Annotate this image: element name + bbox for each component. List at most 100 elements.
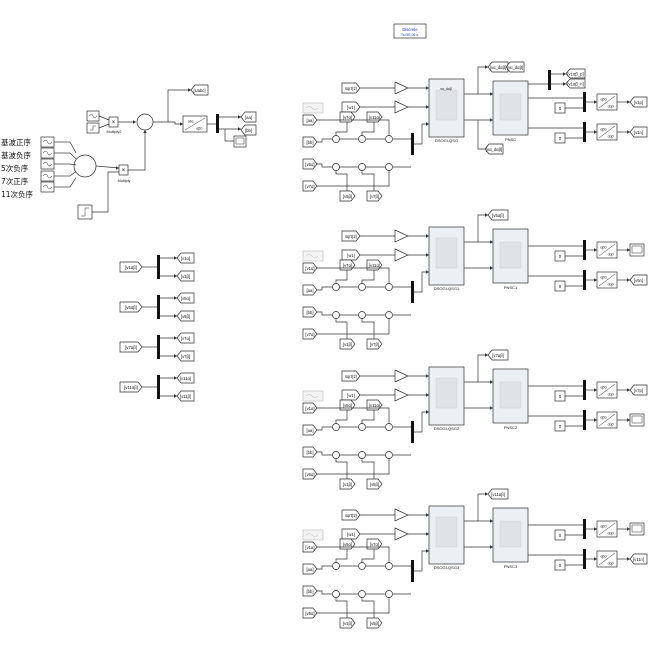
goto-tag-block[interactable] (487, 209, 509, 221)
sum-block[interactable] (332, 283, 340, 291)
from-tag-block[interactable] (302, 563, 318, 575)
from-tag-block[interactable] (302, 328, 318, 340)
sum-block[interactable] (385, 283, 393, 291)
from-tag-block[interactable] (302, 446, 318, 458)
goto-tag-block[interactable] (176, 292, 195, 304)
from-tag-block[interactable] (341, 528, 361, 540)
sum-block[interactable] (358, 135, 366, 143)
from-tag-block[interactable] (302, 136, 318, 148)
from-tag-block[interactable] (339, 478, 356, 490)
sum-block[interactable] (358, 283, 366, 291)
goto-tag-block[interactable] (176, 270, 195, 282)
mux-block[interactable] (548, 70, 551, 90)
from-tag-block[interactable] (302, 306, 318, 318)
from-tag-block[interactable] (302, 541, 318, 553)
sum-block[interactable] (332, 451, 340, 459)
sum-block[interactable] (358, 311, 366, 319)
from-tag-block[interactable] (341, 370, 361, 382)
sum-block[interactable] (358, 423, 366, 431)
mux-block[interactable] (157, 335, 160, 359)
goto-tag-block[interactable] (629, 384, 648, 396)
mux-block[interactable] (583, 380, 586, 400)
gain-block[interactable] (394, 81, 409, 95)
mux-block[interactable] (216, 114, 219, 133)
from-tag-block[interactable] (339, 617, 356, 629)
mux-block[interactable] (583, 122, 586, 142)
from-tag-block[interactable] (119, 341, 143, 353)
from-tag-block[interactable] (302, 468, 318, 480)
sum-block[interactable] (358, 451, 366, 459)
from-tag-block[interactable] (341, 101, 361, 113)
goto-tag-block[interactable] (629, 126, 648, 138)
mux-block[interactable] (411, 560, 414, 582)
sum-block[interactable] (332, 135, 340, 143)
goto-tag-block[interactable] (629, 274, 648, 286)
gain-block[interactable] (394, 229, 409, 243)
gain-block[interactable] (394, 369, 409, 383)
from-tag-block[interactable] (302, 402, 318, 414)
gain-block[interactable] (394, 388, 409, 402)
commented-from-block[interactable] (302, 390, 324, 402)
goto-tag-block[interactable] (190, 84, 209, 96)
commented-from-block[interactable] (302, 529, 324, 541)
from-tag-block[interactable] (119, 261, 143, 273)
goto-tag-block[interactable] (484, 143, 504, 155)
goto-tag-block[interactable] (176, 390, 195, 402)
mux-block[interactable] (583, 519, 586, 539)
mux-block[interactable] (157, 255, 160, 279)
goto-tag-block[interactable] (176, 372, 195, 384)
sum-block[interactable] (358, 590, 366, 598)
sum-block[interactable] (385, 423, 393, 431)
mux-block[interactable] (157, 375, 160, 399)
from-tag-block[interactable] (302, 284, 318, 296)
sum-block[interactable] (332, 163, 340, 171)
sum-block[interactable] (385, 590, 393, 598)
from-tag-block[interactable] (366, 478, 383, 490)
goto-tag-block[interactable] (565, 68, 586, 79)
from-tag-block[interactable] (302, 262, 318, 274)
mux-block[interactable] (411, 281, 414, 303)
sum-block[interactable] (332, 423, 340, 431)
goto-tag-block[interactable] (487, 488, 509, 500)
mux-block[interactable] (583, 270, 586, 290)
mux-block[interactable] (411, 421, 414, 443)
from-tag-block[interactable] (302, 424, 318, 436)
sum-block[interactable] (73, 154, 97, 178)
from-tag-block[interactable] (302, 158, 318, 170)
goto-tag-block[interactable] (240, 124, 257, 136)
from-tag-block[interactable] (366, 617, 383, 629)
sum-block[interactable] (385, 451, 393, 459)
goto-tag-block[interactable] (487, 349, 509, 361)
mux-block[interactable] (583, 240, 586, 260)
sum-block[interactable] (358, 562, 366, 570)
sum-block[interactable] (385, 562, 393, 570)
sum-block[interactable] (385, 163, 393, 171)
from-tag-block[interactable] (341, 230, 361, 242)
commented-from-block[interactable] (302, 250, 324, 262)
sum-block[interactable] (332, 311, 340, 319)
from-tag-block[interactable] (341, 82, 361, 94)
goto-tag-block[interactable] (629, 96, 648, 108)
sum-block[interactable] (385, 311, 393, 319)
gain-block[interactable] (394, 100, 409, 114)
goto-tag-block[interactable] (240, 111, 257, 123)
from-tag-block[interactable] (302, 607, 318, 619)
from-tag-block[interactable] (302, 114, 318, 126)
sum-block[interactable] (332, 590, 340, 598)
from-tag-block[interactable] (339, 338, 356, 350)
gain-block[interactable] (394, 527, 409, 541)
goto-tag-block[interactable] (505, 61, 525, 73)
mux-block[interactable] (583, 410, 586, 430)
sum-block[interactable] (332, 562, 340, 570)
mux-block[interactable] (583, 92, 586, 112)
commented-from-block[interactable] (302, 102, 324, 114)
gain-block[interactable] (394, 248, 409, 262)
mux-block[interactable] (157, 295, 160, 319)
sum-block[interactable] (358, 163, 366, 171)
goto-tag-block[interactable] (565, 78, 586, 89)
from-tag-block[interactable] (119, 381, 143, 393)
from-tag-block[interactable] (341, 509, 361, 521)
gain-block[interactable] (394, 508, 409, 522)
mux-block[interactable] (411, 133, 414, 155)
